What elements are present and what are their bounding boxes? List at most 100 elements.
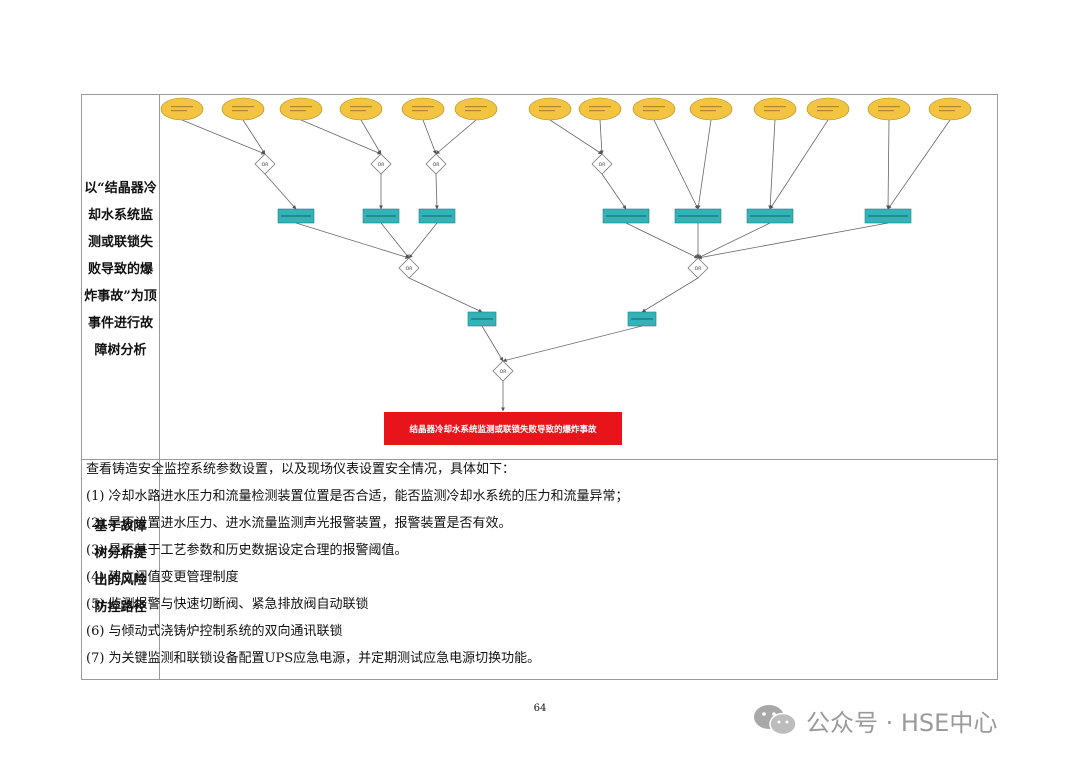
risk-paths-label-line: 出的风险 — [94, 573, 147, 588]
basic-event-node — [454, 97, 498, 121]
basic-event-text-mark — [700, 106, 722, 108]
top-event-label: 结晶器冷却水系统监测或联锁失败导致的爆炸事故 — [409, 424, 597, 435]
basic-event-node — [528, 97, 572, 121]
basic-event-text-mark — [290, 106, 312, 108]
risk-path-item: (1) 冷却水路进水压力和流量检测装置位置是否合适，能否监测冷却水系统的压力和流… — [86, 489, 629, 504]
intermediate-event-text-mark — [281, 215, 311, 217]
column-divider — [159, 95, 160, 679]
basic-event-text-mark — [878, 106, 900, 108]
basic-event-text-mark — [412, 110, 428, 112]
or-gate-label: OR — [695, 266, 702, 272]
risk-path-item: (4) 建立阈值变更管理制度 — [86, 570, 239, 585]
intermediate-event-text-mark — [631, 318, 653, 320]
basic-event-text-mark — [412, 106, 434, 108]
basic-event-node — [339, 97, 383, 121]
or-gate-label: OR — [378, 162, 385, 168]
tree-edge — [653, 119, 699, 210]
basic-event-text-mark — [539, 106, 561, 108]
tree-edge — [435, 119, 477, 155]
fault-tree-label-line: 以“结晶器冷 — [84, 180, 157, 196]
basic-event-node — [867, 97, 911, 121]
basic-event-text-mark — [700, 110, 716, 112]
basic-event-text-mark — [764, 106, 786, 108]
basic-event-text-mark — [643, 106, 665, 108]
page-number: 64 — [533, 703, 547, 714]
tree-edge — [549, 119, 603, 155]
basic-event-node — [578, 97, 622, 121]
risk-path-item: (7) 为关键监测和联锁设备配置UPS应急电源，并定期测试应急电源切换功能。 — [86, 651, 541, 666]
or-gate-label: OR — [262, 162, 269, 168]
tree-edge — [380, 222, 410, 259]
basic-event-text-mark — [232, 106, 254, 108]
risk-paths-label-line: 树分析提 — [94, 546, 147, 561]
tree-edge — [422, 119, 437, 155]
tree-edge — [601, 173, 627, 210]
or-gate-node — [687, 257, 709, 279]
basic-event-text-mark — [171, 110, 187, 112]
fault-tree-label-line: 败导致的爆 — [87, 261, 153, 277]
tree-edge — [264, 173, 297, 210]
tree-edge — [295, 222, 410, 259]
tree-edge — [434, 173, 439, 210]
risk-path-item: (6) 与倾动式浇铸炉控制系统的双向通讯联锁 — [86, 624, 343, 639]
basic-event-text-mark — [232, 110, 248, 112]
tree-edge — [242, 119, 266, 155]
tree-edge — [625, 222, 699, 259]
basic-event-node — [928, 97, 972, 121]
intermediate-event-text-mark — [606, 215, 646, 217]
tree-edge — [768, 119, 776, 210]
or-gate-label: OR — [406, 266, 413, 272]
basic-event-text-mark — [350, 106, 372, 108]
basic-event-text-mark — [171, 106, 193, 108]
fault-tree-row-label: 以“结晶器冷却水系统监测或联锁失败导致的爆炸事故”为顶事件进行故障树分析 — [82, 165, 159, 373]
basic-event-node — [160, 97, 204, 121]
basic-event-text-mark — [290, 110, 306, 112]
intermediate-event-text-mark — [868, 215, 908, 217]
tree-edge — [408, 277, 483, 313]
tree-edge — [696, 119, 712, 210]
or-gate-node — [425, 153, 447, 175]
basic-event-node — [689, 97, 733, 121]
or-gate-node — [492, 360, 514, 382]
watermark-text: 公众号 · HSE中心 — [806, 708, 998, 737]
tree-edge — [360, 119, 382, 155]
or-gate-label: OR — [599, 162, 606, 168]
intermediate-event-text-mark — [366, 215, 396, 217]
risk-paths-intro: 查看铸造安全监控系统参数设置，以及现场仪表设置安全情况，具体如下： — [86, 462, 516, 477]
basic-event-text-mark — [764, 110, 780, 112]
basic-event-node — [221, 97, 265, 121]
tree-edge — [408, 222, 438, 259]
risk-paths-label-line: 基于故障 — [94, 519, 147, 534]
tree-edge — [502, 325, 643, 363]
basic-event-text-mark — [539, 110, 555, 112]
basic-event-text-mark — [589, 106, 611, 108]
or-gate-node — [398, 257, 420, 279]
tree-edge — [481, 325, 504, 362]
fault-tree-label-line: 事件进行故 — [87, 315, 153, 331]
watermark: 公众号 · HSE中心 — [752, 700, 997, 740]
or-gate-node — [591, 153, 613, 175]
basic-event-node — [753, 97, 797, 121]
basic-event-text-mark — [939, 106, 961, 108]
fault-tree-label-line: 却水系统监 — [87, 207, 153, 223]
analysis-table: 以“结晶器冷却水系统监测或联锁失败导致的爆炸事故”为顶事件进行故障树分析 OR O… — [81, 94, 998, 680]
intermediate-event-text-mark — [750, 215, 790, 217]
basic-event-text-mark — [589, 110, 605, 112]
basic-event-text-mark — [465, 110, 481, 112]
tree-edge — [886, 119, 891, 210]
risk-paths-label-line: 防控路径 — [94, 600, 147, 615]
risk-path-item: (5) 监测报警与快速切断阀、紧急排放阀自动联锁 — [86, 597, 369, 612]
basic-event-text-mark — [465, 106, 487, 108]
row-divider — [82, 459, 997, 460]
risk-path-item: (3) 是否基于工艺参数和历史数据设定合理的报警阈值。 — [86, 543, 408, 558]
tree-edge — [697, 222, 889, 260]
tree-edge — [181, 119, 266, 155]
risk-path-item: (2) 是否设置进水压力、进水流量监测声光报警装置，报警装置是否有效。 — [86, 516, 512, 531]
basic-event-node — [632, 97, 676, 121]
basic-event-node — [806, 97, 850, 121]
tree-edge — [641, 277, 699, 313]
intermediate-event-text-mark — [422, 215, 452, 217]
or-gate-node — [370, 153, 392, 175]
intermediate-event-text-mark — [678, 215, 718, 217]
risk-paths-row-label: 基于故障树分析提出的风险防控路径 — [82, 511, 159, 623]
